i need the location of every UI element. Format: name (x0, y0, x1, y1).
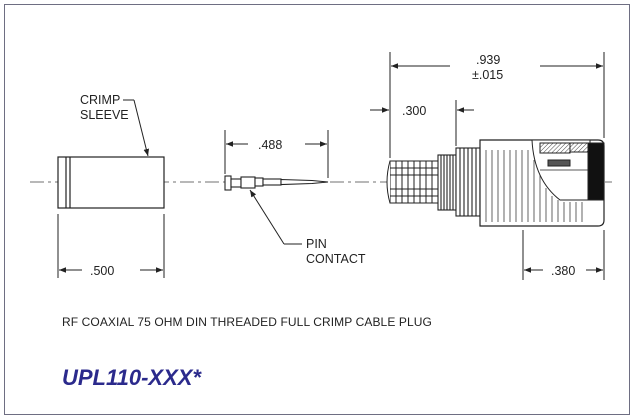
plug-cutaway-section (531, 139, 605, 201)
crimp-sleeve-leader (123, 99, 150, 157)
dim-pin-length-value: .488 (258, 138, 282, 152)
plug-body-step (437, 154, 457, 211)
pin-contact-label-line1: PIN (306, 237, 327, 251)
pin-contact (224, 175, 329, 191)
dim-sleeve-length-value: .500 (90, 264, 114, 278)
pin-contact-leader (249, 189, 302, 245)
dim-rear-section (370, 100, 474, 146)
dim-rear-section-value: .300 (402, 104, 426, 118)
pin-contact-label-line2: CONTACT (306, 252, 366, 266)
plug-rear-knurl (386, 160, 439, 204)
dim-pin-length (224, 130, 329, 178)
dim-overall-length (389, 52, 605, 158)
crimp-sleeve (57, 156, 165, 209)
dim-front-section-value: .380 (551, 264, 575, 278)
dim-overall-tolerance: ±.015 (472, 68, 503, 82)
product-description: RF COAXIAL 75 OHM DIN THREADED FULL CRIM… (62, 315, 432, 329)
dim-front-section (522, 230, 605, 280)
dim-sleeve-length (57, 214, 165, 278)
dim-overall-length-value: .939 (476, 53, 500, 67)
crimp-sleeve-label-line2: SLEEVE (80, 108, 129, 122)
crimp-sleeve-label-line1: CRIMP (80, 93, 120, 107)
part-number: UPL110-XXX* (62, 365, 201, 390)
plug-coupling-ring (455, 147, 481, 217)
